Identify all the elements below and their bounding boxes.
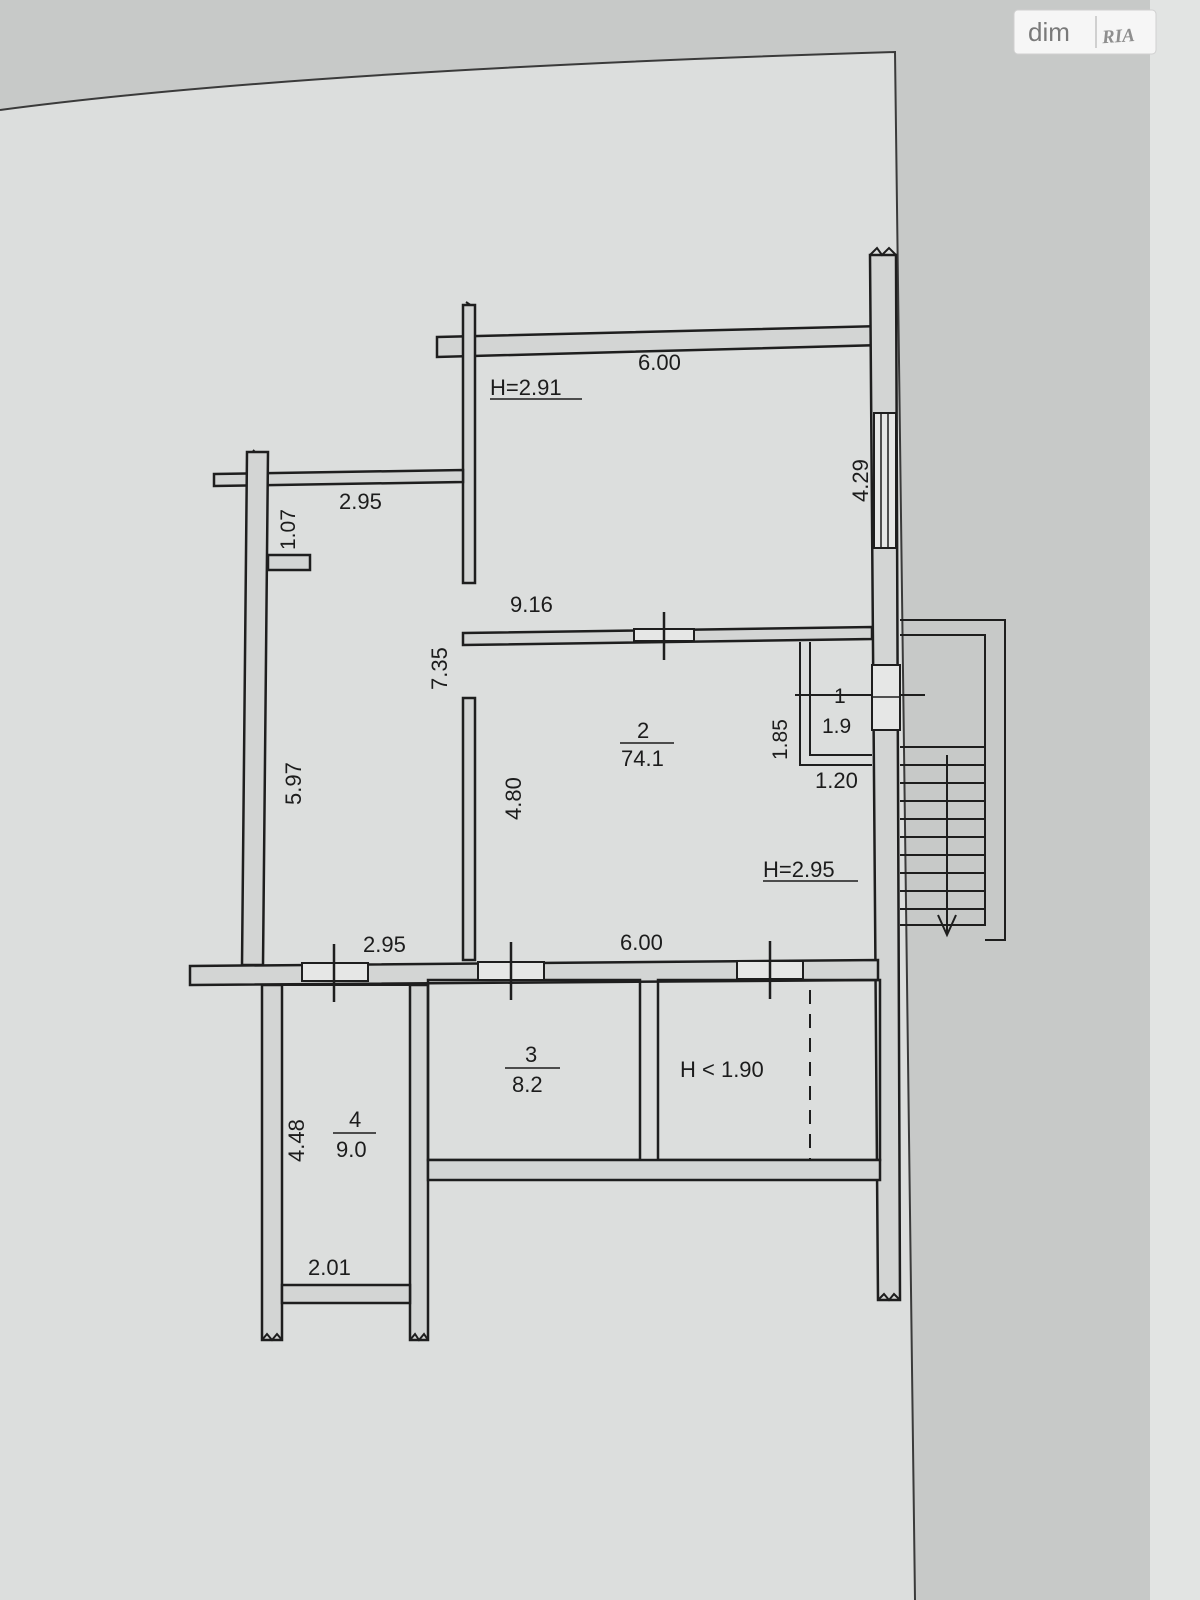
dim-main-bottom: 6.00 [620, 930, 663, 955]
dim-left-top: 2.95 [339, 489, 382, 514]
room2-number: 2 [637, 718, 649, 743]
door-room3 [477, 942, 545, 1000]
dim-closet-h: 1.85 [769, 719, 792, 760]
room4-number: 4 [349, 1107, 361, 1132]
closet-inner [809, 642, 872, 756]
wall-center-lower [461, 696, 477, 962]
watermark-dim: dim [1028, 17, 1070, 47]
room4-outline [281, 984, 411, 1286]
walls [188, 246, 1006, 1342]
dim-room4-h: 4.48 [284, 1119, 309, 1162]
room1-area: 1.9 [822, 715, 851, 738]
dim-left-total: 7.35 [427, 647, 452, 690]
stair [900, 619, 1006, 941]
room3-number: 3 [525, 1042, 537, 1067]
wall-stub [266, 553, 312, 572]
room1-number: 1 [834, 685, 846, 708]
paper-edge [0, 50, 916, 1600]
door-room4 [301, 944, 369, 1002]
dim-partition: 9.16 [510, 592, 553, 617]
height-top-label: H=2.91 [490, 375, 562, 400]
room4-area: 9.0 [336, 1137, 367, 1162]
watermark-ria: RIA [1100, 25, 1135, 48]
dim-left-room: 5.97 [281, 762, 306, 805]
room3-area: 8.2 [512, 1072, 543, 1097]
height-main-label: H=2.95 [763, 857, 835, 882]
dim-room4-w: 2.01 [308, 1255, 351, 1280]
height-low-label: H < 1.90 [680, 1057, 764, 1082]
watermark-logo: dim RIA [1013, 9, 1157, 55]
paper-sheet [0, 52, 915, 1600]
door-room-low [736, 941, 804, 999]
break-mark-right-top [869, 246, 897, 257]
wall-bottom-lower [426, 1158, 882, 1182]
break-mark-room4-left [261, 1332, 283, 1342]
break-mark-right-bottom [877, 1292, 901, 1302]
closet-outline [799, 642, 872, 766]
wall-room4-left [260, 983, 284, 1342]
wall-room4-bottom [280, 1283, 412, 1305]
dim-top-width: 6.00 [638, 350, 681, 375]
dim-mid-wall: 4.80 [501, 777, 526, 820]
break-mark-room4-right [409, 1332, 429, 1342]
dim-closet-w: 1.20 [815, 768, 858, 793]
wall-center-upper [461, 303, 477, 585]
wall-left-outer [240, 450, 270, 967]
dim-right-upper: 4.29 [848, 459, 873, 502]
room2-area: 74.1 [621, 746, 664, 771]
door-partition [633, 612, 695, 660]
labels: H=2.91 6.00 4.29 1.07 2.95 9.16 7.35 5.9… [277, 350, 873, 1280]
dim-left-bottom: 2.95 [363, 932, 406, 957]
wall-room4-right [408, 983, 430, 1342]
right-margin [1150, 0, 1200, 1600]
window [873, 412, 897, 549]
dim-left-small: 1.07 [277, 509, 300, 550]
